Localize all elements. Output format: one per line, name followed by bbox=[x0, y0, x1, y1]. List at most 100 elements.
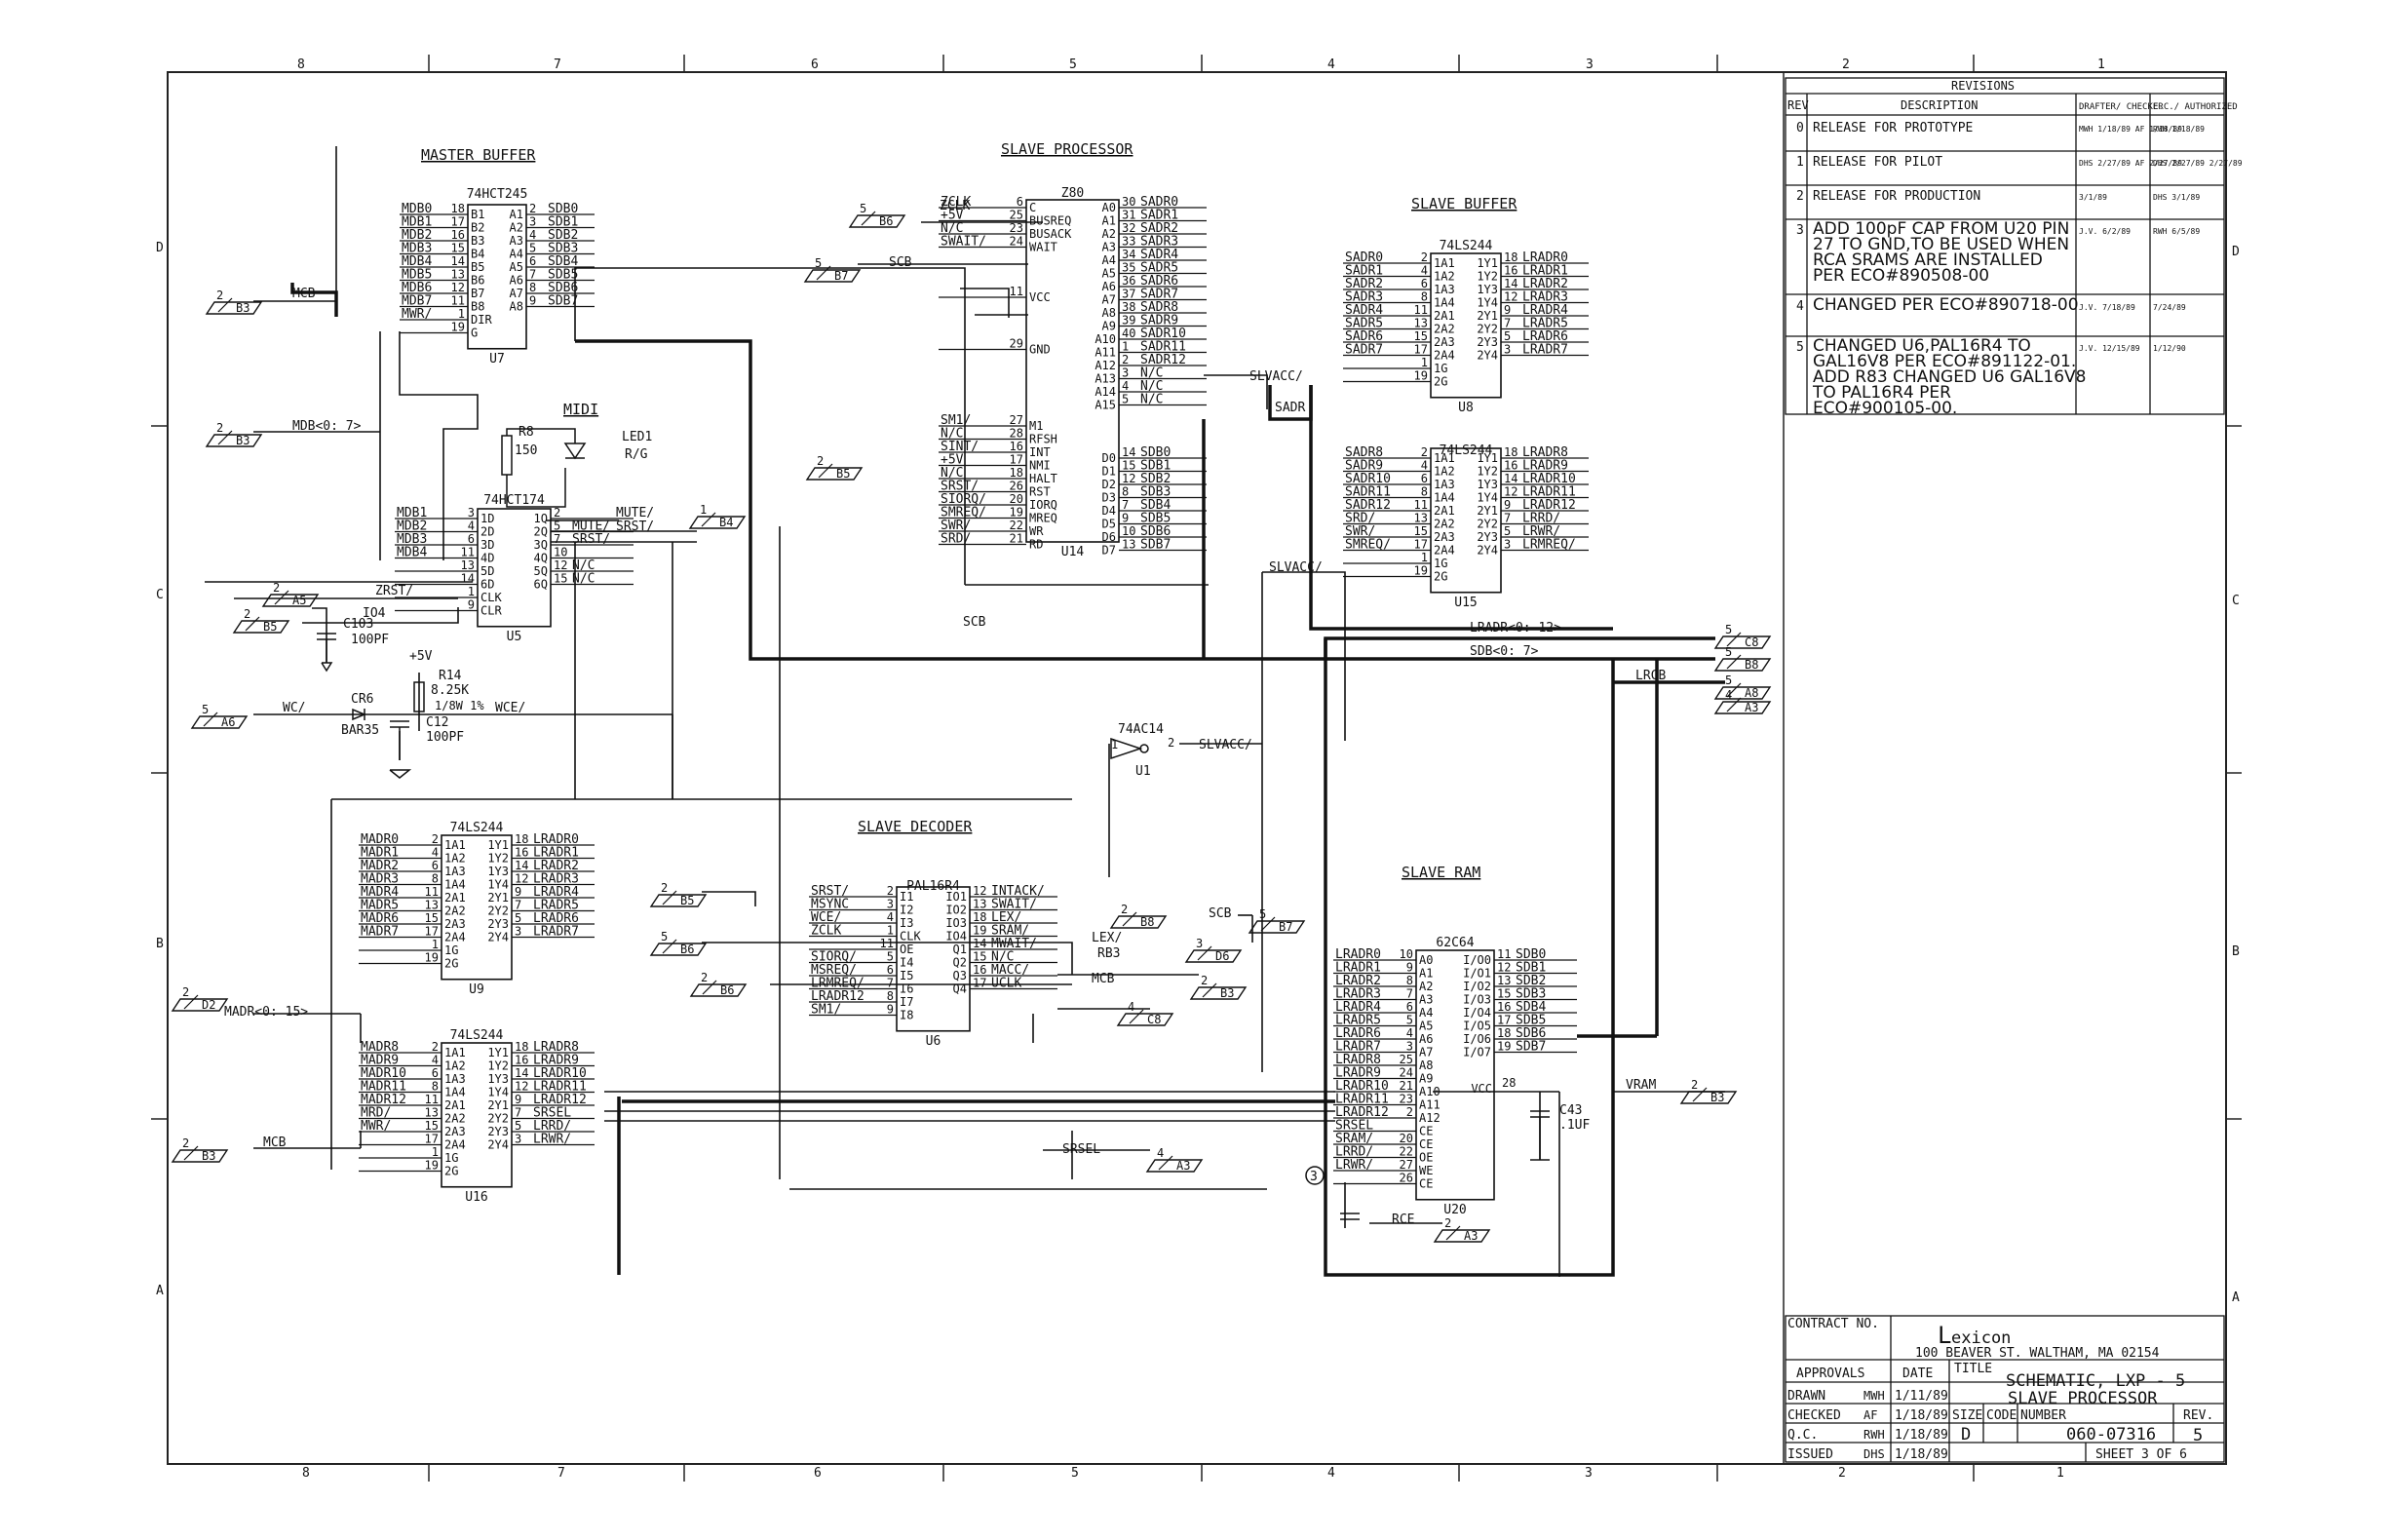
offpage-b6_dec2-flag bbox=[689, 983, 748, 997]
zone-top-4: 4 bbox=[1327, 58, 1335, 72]
zone-top-6: 6 bbox=[811, 58, 819, 72]
u9-net-out-6: LRADR6 bbox=[533, 911, 579, 926]
z80-pinname-out-3: A3 bbox=[1102, 241, 1116, 254]
row-left-C: C bbox=[156, 588, 164, 602]
net-wc: WC/ bbox=[283, 701, 305, 715]
u20-pinnum-in-1: 9 bbox=[1406, 961, 1413, 975]
u20-pinnum-in-5: 5 bbox=[1406, 1014, 1413, 1027]
u8-pinname-out-0: 1Y1 bbox=[1477, 256, 1498, 270]
u7-net-out-3: SDB3 bbox=[548, 242, 578, 256]
u20-pinnum-in-11: 23 bbox=[1400, 1093, 1413, 1106]
offpage-a5[interactable]: 2A5 bbox=[261, 581, 320, 607]
offpage-d6[interactable]: 3D6 bbox=[1184, 937, 1243, 963]
u9-pinnum-out-7: 3 bbox=[515, 925, 521, 939]
u16-net-in-2: MADR10 bbox=[361, 1066, 406, 1081]
u16-pinnum-out-0: 18 bbox=[515, 1040, 528, 1054]
offpage-b5_u5-flag bbox=[232, 620, 290, 634]
u16-pinname-out-7: 2Y4 bbox=[487, 1138, 509, 1152]
u7-pinnum-in-5: 13 bbox=[451, 268, 465, 282]
u20-part-number: 62C64 bbox=[1436, 936, 1474, 950]
offpage-b5_u5-zone: B5 bbox=[263, 620, 277, 634]
u20-reference: U20 bbox=[1443, 1203, 1466, 1217]
u16-pinnum-in-7: 17 bbox=[425, 1133, 439, 1146]
offpage-b8_dec[interactable]: 2B8 bbox=[1109, 903, 1168, 929]
c103-value: 100PF bbox=[351, 633, 389, 647]
z80-pinname-in-11: RST bbox=[1029, 485, 1051, 499]
u6-pinname-in-9: I8 bbox=[900, 1009, 913, 1022]
rev-hdr-desc: DESCRIPTION bbox=[1901, 98, 1978, 112]
offpage-a3_srsel-flag bbox=[1145, 1159, 1204, 1173]
offpage-b7_scb[interactable]: 5B7 bbox=[803, 256, 862, 283]
u15-net-out-3: LRADR11 bbox=[1522, 485, 1576, 500]
u6-net-out-6: MACC/ bbox=[991, 963, 1029, 978]
u16-pinnum-in-4: 11 bbox=[425, 1093, 439, 1106]
u20-pinname-out-5: I/O5 bbox=[1463, 1020, 1491, 1033]
u8-pinnum-out-6: 5 bbox=[1504, 329, 1511, 343]
offpage-a3_lrcb[interactable]: 4A3 bbox=[1713, 688, 1772, 714]
offpage-a6-sheet: 5 bbox=[202, 703, 209, 716]
offpage-c8_dec[interactable]: 4C8 bbox=[1116, 1000, 1174, 1026]
offpage-a8[interactable]: 5A8 bbox=[1713, 674, 1772, 700]
offpage-b5_dec[interactable]: 2B5 bbox=[649, 881, 708, 907]
offpage-b8[interactable]: 5B8 bbox=[1713, 645, 1772, 672]
offpage-b6_zclk-zone: B6 bbox=[879, 214, 893, 228]
offpage-b7_dec-flag bbox=[1248, 920, 1306, 934]
u7-pinname-in-4: B5 bbox=[471, 260, 484, 274]
offpage-d2[interactable]: 2D2 bbox=[171, 985, 229, 1012]
r8-value: 150 bbox=[515, 443, 537, 458]
z80-pinname-out-7: A7 bbox=[1102, 293, 1116, 307]
offpage-b6_dec1[interactable]: 5B6 bbox=[649, 930, 708, 956]
offpage-b3_dec[interactable]: 2B3 bbox=[1189, 974, 1248, 1000]
u16-pinnum-in-5: 13 bbox=[425, 1106, 439, 1120]
rev-4-drafter: J.V. 7/18/89 bbox=[2079, 303, 2135, 312]
rev-5-desc-line-4: ECO#900105-00. bbox=[1813, 399, 1957, 418]
u15-pinname-out-0: 1Y1 bbox=[1477, 451, 1498, 465]
u20-pinname-out-7: I/O7 bbox=[1463, 1046, 1491, 1059]
u20-pinnum-in-12: 2 bbox=[1406, 1105, 1413, 1119]
z80-pinname-in-1: BUSREQ bbox=[1029, 214, 1071, 228]
z80-net-out-3: SADR3 bbox=[1140, 235, 1178, 250]
z80-pinnum-in-11: 26 bbox=[1010, 480, 1023, 493]
offpage-b4_mute[interactable]: 1B4 bbox=[688, 503, 747, 529]
u15-pinnum-out-3: 12 bbox=[1504, 485, 1518, 499]
offpage-b3_vram-sheet: 2 bbox=[1691, 1078, 1698, 1092]
u9-pinname-in-9: 2G bbox=[444, 957, 458, 971]
u15-net-in-4: SADR12 bbox=[1345, 498, 1391, 513]
tb-approvals: APPROVALS bbox=[1796, 1367, 1864, 1381]
z80-net-out-11: SADR11 bbox=[1140, 340, 1186, 355]
z80-pinname-in-2: BUSACK bbox=[1029, 227, 1072, 241]
offpage-b7_dec[interactable]: 5B7 bbox=[1248, 907, 1306, 934]
offpage-a3_rce[interactable]: 2A3 bbox=[1433, 1216, 1491, 1243]
offpage-a3_srsel[interactable]: 4A3 bbox=[1145, 1146, 1204, 1173]
z80-pinname-out-9: A9 bbox=[1102, 320, 1116, 333]
io4-label: IO4 bbox=[363, 606, 386, 621]
row-left-D: D bbox=[156, 241, 164, 255]
offpage-b3_vram[interactable]: 2B3 bbox=[1679, 1078, 1738, 1104]
offpage-b3_mcb2[interactable]: 2B3 bbox=[171, 1136, 229, 1163]
u9-pinname-out-7: 2Y4 bbox=[487, 931, 509, 944]
offpage-b5_sint[interactable]: 2B5 bbox=[805, 454, 864, 481]
offpage-b6_dec2[interactable]: 2B6 bbox=[689, 971, 748, 997]
z80-net-out-14: N/C bbox=[1140, 379, 1163, 394]
offpage-c8[interactable]: 5C8 bbox=[1713, 623, 1772, 649]
offpage-b5_u5[interactable]: 2B5 bbox=[232, 607, 290, 634]
offpage-b3_mcb[interactable]: 2B3 bbox=[205, 289, 263, 315]
u9-net-in-0: MADR0 bbox=[361, 832, 399, 847]
u8-pinname-in-8: 1G bbox=[1434, 362, 1447, 375]
z80-pinnum-in-10: 18 bbox=[1010, 466, 1023, 480]
offpage-a6[interactable]: 5A6 bbox=[190, 703, 249, 729]
u20-net-in-14: SRAM/ bbox=[1335, 1132, 1373, 1146]
u8-pinname-out-7: 2Y4 bbox=[1477, 349, 1498, 363]
u6-pinname-out-5: Q2 bbox=[953, 956, 967, 970]
offpage-b3_mdb[interactable]: 2B3 bbox=[205, 421, 263, 447]
rev-2-desc-line-0: RELEASE FOR PRODUCTION bbox=[1813, 189, 1980, 204]
z80-pinname-in-10: HALT bbox=[1029, 472, 1057, 485]
u20-net-out-2: SDB2 bbox=[1516, 974, 1546, 988]
offpage-b6_zclk[interactable]: 5B6 bbox=[848, 202, 906, 228]
u9-net-in-7: MADR7 bbox=[361, 925, 399, 940]
u20-net-in-1: LRADR1 bbox=[1335, 961, 1381, 976]
u20-net-in-7: LRADR7 bbox=[1335, 1040, 1381, 1055]
rev-1-desc-line-0: RELEASE FOR PILOT bbox=[1813, 155, 1942, 170]
u15-pinnum-in-2: 6 bbox=[1421, 472, 1428, 485]
u20-pinname-in-5: A5 bbox=[1419, 1020, 1433, 1033]
